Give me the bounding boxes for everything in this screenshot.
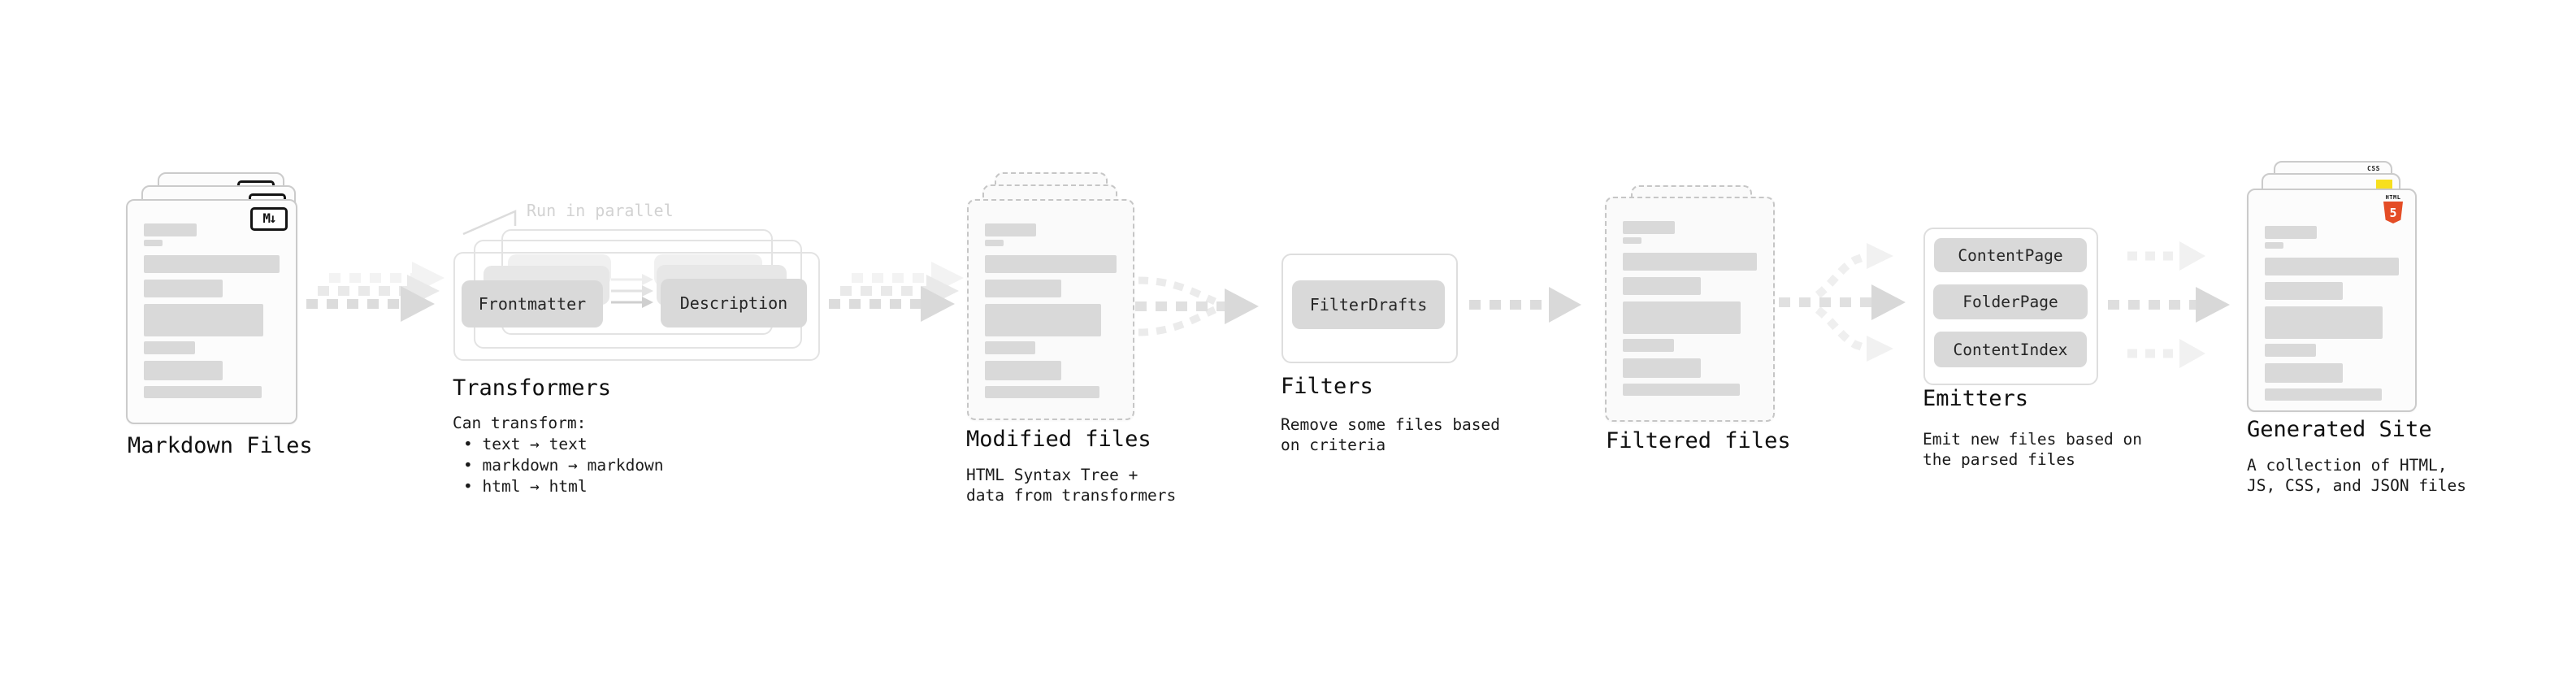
html5-icon-label: HTML <box>2385 194 2401 201</box>
modified-file-card-front <box>967 199 1134 420</box>
pill-label: FolderPage <box>1962 293 2058 311</box>
text-placeholder-bar <box>985 341 1035 354</box>
description-line: • html → html <box>463 477 588 496</box>
text-placeholder-bar <box>144 240 163 246</box>
description-line: A collection of HTML, <box>2247 456 2448 475</box>
description-line: the parsed files <box>1923 450 2075 469</box>
markdown-icon: M↓ <box>250 207 288 231</box>
flow-arrow-icon <box>1469 287 1581 323</box>
text-placeholder-bar <box>2265 258 2399 275</box>
text-placeholder-bar <box>985 304 1101 336</box>
stage-label-modified-files: Modified files <box>966 427 1151 452</box>
stage-label-generated-site: Generated Site <box>2247 417 2432 442</box>
pill-label: Frontmatter <box>478 294 587 314</box>
stage-label-emitters: Emitters <box>1923 386 2029 411</box>
flow-arrow-stacked-icon <box>829 262 964 322</box>
html5-shield-number: 5 <box>2389 205 2397 220</box>
text-placeholder-bar <box>1623 277 1701 295</box>
description-line: • text → text <box>463 435 588 453</box>
text-placeholder-bar <box>2265 226 2318 239</box>
stage-description: Emit new files based on the parsed files <box>1923 429 2142 470</box>
filtered-file-card-front <box>1605 197 1775 422</box>
text-placeholder-bar <box>985 361 1061 380</box>
stage-description: Remove some files based on criteria <box>1281 414 1500 455</box>
text-placeholder-bars <box>2265 226 2399 401</box>
run-in-parallel-annotation: Run in parallel <box>527 201 674 220</box>
flow-arrow-converge-icon <box>1135 276 1259 336</box>
text-placeholder-bar <box>1623 384 1740 396</box>
transformer-pill-description: Description <box>661 279 807 327</box>
html5-icon: HTML 5 <box>2383 194 2403 223</box>
text-placeholder-bar <box>144 386 262 398</box>
description-line: data from transformers <box>966 486 1177 505</box>
html5-shield: 5 <box>2383 202 2403 223</box>
pill-label: FilterDrafts <box>1309 295 1428 314</box>
text-placeholder-bar <box>144 255 280 273</box>
text-placeholder-bar <box>2265 242 2284 249</box>
stage-label-transformers: Transformers <box>453 375 612 401</box>
text-placeholder-bar <box>985 255 1117 273</box>
description-line: Emit new files based on <box>1923 430 2143 449</box>
text-placeholder-bar <box>985 386 1099 398</box>
emitter-pill-contentindex: ContentIndex <box>1934 332 2087 367</box>
text-placeholder-bar <box>985 280 1061 297</box>
transformer-frame-front <box>453 252 820 361</box>
text-placeholder-bar <box>1623 301 1741 334</box>
annotation-leader-line <box>462 210 517 236</box>
text-placeholder-bars <box>985 223 1117 398</box>
site-file-card-html: HTML 5 <box>2247 189 2417 412</box>
emitter-pill-contentpage: ContentPage <box>1934 238 2087 272</box>
description-line: Remove some files based <box>1281 415 1501 434</box>
markdown-file-card-front: M↓ <box>126 199 297 424</box>
markdown-icon-glyph: M↓ <box>262 210 276 226</box>
description-line: HTML Syntax Tree + <box>966 466 1138 484</box>
text-placeholder-bar <box>985 223 1037 236</box>
text-placeholder-bar <box>144 304 263 336</box>
pill-label: ContentIndex <box>1953 340 2068 359</box>
pill-label: Description <box>679 293 788 313</box>
text-placeholder-bars <box>144 223 280 398</box>
flow-arrow-stacked-icon <box>306 262 445 322</box>
stage-description: Can transform: • text → text • markdown … <box>453 413 664 497</box>
text-placeholder-bar <box>1623 221 1676 234</box>
flow-arrow-triple-icon <box>2108 241 2230 368</box>
text-placeholder-bars <box>1623 221 1757 396</box>
text-placeholder-bar <box>144 341 196 354</box>
stage-label-filters: Filters <box>1281 374 1373 399</box>
stage-description: HTML Syntax Tree + data from transformer… <box>966 465 1176 505</box>
text-placeholder-bar <box>1623 237 1642 244</box>
stage-description: A collection of HTML, JS, CSS, and JSON … <box>2247 455 2466 496</box>
parallel-arrows-icon <box>611 274 653 308</box>
transformer-pill-frontmatter: Frontmatter <box>462 280 603 327</box>
text-placeholder-bar <box>2265 282 2343 300</box>
flow-arrow-fanout-icon <box>1779 243 1906 362</box>
description-line: Can transform: <box>453 414 587 432</box>
text-placeholder-bar <box>2265 388 2382 401</box>
css-icon-label: CSS <box>2367 165 2380 172</box>
pill-label: ContentPage <box>1958 245 2063 265</box>
text-placeholder-bar <box>1623 358 1701 378</box>
text-placeholder-bar <box>2265 363 2343 383</box>
stage-label-filtered-files: Filtered files <box>1606 428 1791 453</box>
text-placeholder-bar <box>144 223 197 236</box>
emitter-pill-folderpage: FolderPage <box>1933 284 2088 319</box>
text-placeholder-bar <box>1623 253 1757 271</box>
text-placeholder-bar <box>2265 344 2316 357</box>
description-line: • markdown → markdown <box>463 456 664 475</box>
js-icon <box>2376 180 2392 189</box>
filter-pill-filterdrafts: FilterDrafts <box>1292 280 1445 329</box>
text-placeholder-bar <box>144 280 223 297</box>
description-line: JS, CSS, and JSON files <box>2247 476 2467 495</box>
text-placeholder-bar <box>985 240 1004 246</box>
description-line: on criteria <box>1281 436 1386 454</box>
text-placeholder-bar <box>1623 339 1674 352</box>
text-placeholder-bar <box>2265 306 2383 339</box>
text-placeholder-bar <box>144 361 223 380</box>
stage-label-markdown-files: Markdown Files <box>128 433 313 458</box>
